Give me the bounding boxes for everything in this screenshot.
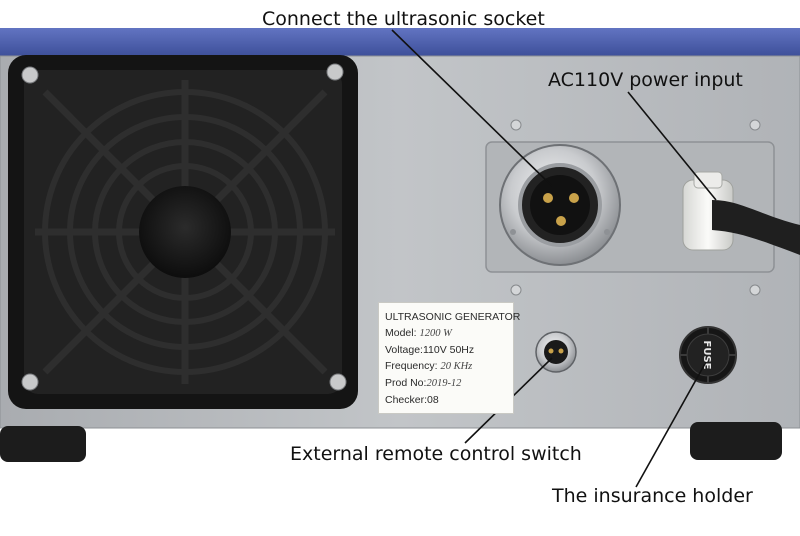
- nameplate-voltage: Voltage:110V 50Hz: [385, 342, 513, 358]
- nameplate-checker: Checker:08: [385, 392, 513, 408]
- checker-value: 08: [427, 394, 439, 406]
- voltage-value: 110V 50Hz: [422, 344, 475, 356]
- nameplate-title: ULTRASONIC GENERATOR: [385, 311, 521, 323]
- nameplate-prod-no: Prod No:2019-12: [385, 375, 513, 392]
- callout-fuse-holder: The insurance holder: [552, 485, 753, 507]
- prod-label: Prod No:: [385, 377, 427, 389]
- cooling-fan: [8, 55, 358, 409]
- callout-socket: Connect the ultrasonic socket: [262, 8, 545, 30]
- power-input-gland: [682, 171, 800, 255]
- top-cover: [0, 28, 800, 58]
- model-value: 1200 W: [419, 328, 452, 339]
- voltage-label: Voltage:: [385, 344, 423, 356]
- prod-value: 2019-12: [426, 378, 462, 389]
- ultrasonic-socket[interactable]: [499, 144, 621, 266]
- remote-control-connector[interactable]: [535, 331, 577, 373]
- checker-label: Checker:: [385, 394, 428, 406]
- fuse-cap-text: FUSE: [701, 341, 712, 370]
- fuse-holder[interactable]: [679, 326, 737, 384]
- callout-remote-switch: External remote control switch: [290, 443, 582, 465]
- model-label: Model:: [385, 327, 417, 339]
- left-foot: [0, 426, 86, 462]
- callout-power-input: AC110V power input: [548, 69, 743, 91]
- nameplate-frequency: Frequency: 20 KHz: [385, 358, 513, 375]
- nameplate: ULTRASONIC GENERATOR Model: 1200 W Volta…: [378, 302, 521, 414]
- frequency-value: 20 KHz: [440, 361, 473, 372]
- nameplate-model: Model: 1200 W: [385, 325, 513, 342]
- right-foot: [690, 422, 782, 460]
- frequency-label: Frequency:: [385, 360, 438, 372]
